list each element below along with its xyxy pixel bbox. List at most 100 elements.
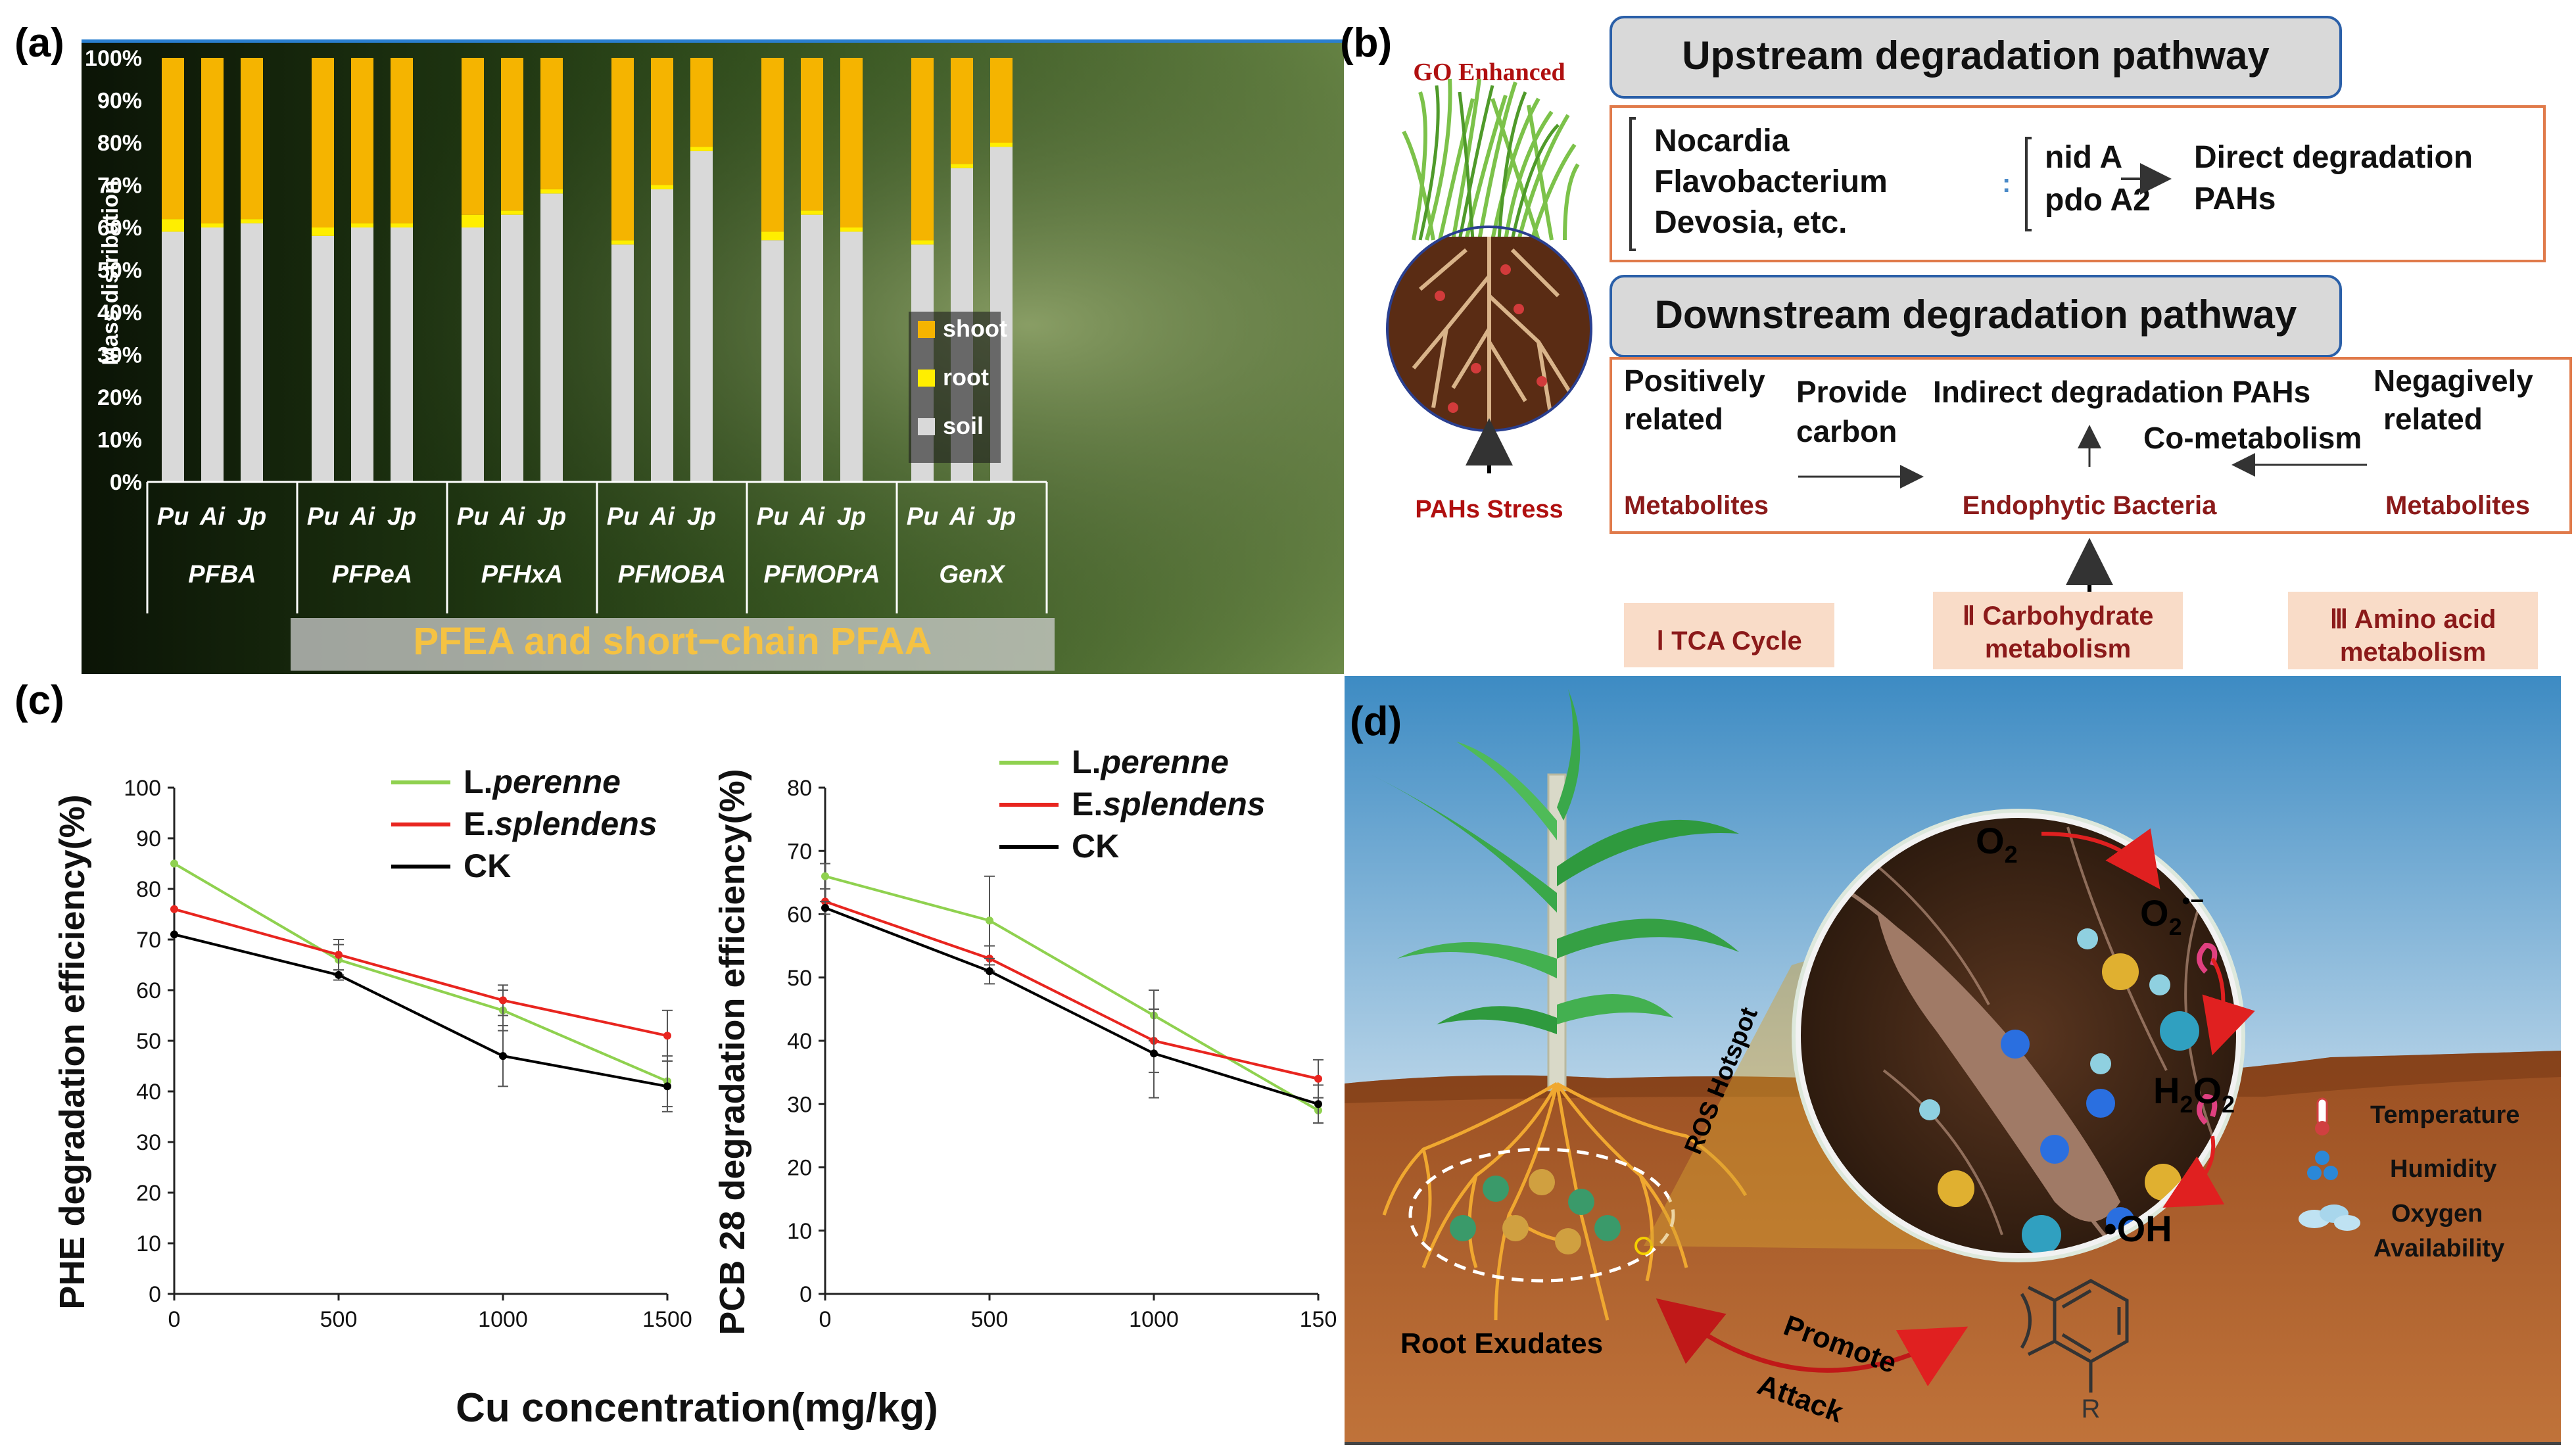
downstream-title: Downstream degradation pathway xyxy=(1655,293,2297,337)
bacteria-3: Devosia, etc. xyxy=(1654,205,1847,240)
y-tick-label: 10 xyxy=(787,1219,812,1244)
microbes-icon xyxy=(1450,1169,1621,1254)
data-point xyxy=(986,917,993,925)
legend-label: CK xyxy=(464,847,511,884)
y-tick-label: 50% xyxy=(97,258,142,283)
banner-bg xyxy=(291,618,1055,671)
positively-2: related xyxy=(1624,402,1723,436)
promote-attack-arrow xyxy=(1656,1298,1968,1387)
y-tick-label: 40 xyxy=(136,1080,161,1105)
gene-pdoa2: pdo A2 xyxy=(2045,183,2151,218)
y-tick-label: 70 xyxy=(136,928,161,953)
data-point xyxy=(663,1082,671,1091)
corn-plant-icon xyxy=(1371,689,1739,1091)
bar-shoot xyxy=(312,58,334,227)
bar-soil xyxy=(501,214,523,482)
carbohydrate-box xyxy=(1933,592,2183,669)
gene-nida: nid A xyxy=(2045,140,2122,175)
x-tick-label: 0 xyxy=(168,1307,181,1332)
bacteria-1: Nocardia xyxy=(1654,124,1790,158)
bar-root xyxy=(801,210,823,215)
subcategory-label: Ai xyxy=(199,503,226,531)
oh-radical-label: •OH xyxy=(2104,1208,2172,1249)
y-tick-label: 40% xyxy=(97,300,142,325)
panel-d-label: (d) xyxy=(1350,699,1402,744)
x-tick-label: 0 xyxy=(819,1307,832,1332)
subcategory-label: Ai xyxy=(499,503,525,531)
series-line xyxy=(174,933,668,1088)
subcategory-label: Jp xyxy=(537,503,566,531)
y-tick-label: 10% xyxy=(97,428,142,453)
bar-soil xyxy=(840,231,863,482)
bracket-right xyxy=(2025,137,2032,231)
aromatic-ring-icon xyxy=(2020,1279,2129,1393)
subcategory-label: Jp xyxy=(837,503,866,531)
bar-shoot xyxy=(501,58,523,211)
amino-acid-1: Ⅲ Amino acid xyxy=(2330,605,2496,634)
amino-acid-box xyxy=(2288,592,2538,669)
series-line xyxy=(824,874,1320,1112)
series-line xyxy=(824,907,1319,1106)
bar-shoot xyxy=(951,58,973,164)
bar-root xyxy=(611,240,634,245)
panel-a-banner: PFEA and short−chain PFAA xyxy=(413,620,932,663)
data-point xyxy=(335,970,343,979)
legend-label: CK xyxy=(1072,828,1119,865)
y-tick-label: 30% xyxy=(97,343,142,368)
x-tick-label: 1000 xyxy=(478,1307,528,1332)
data-point xyxy=(1314,1100,1322,1109)
data-point xyxy=(170,930,178,939)
legend-oxygen: Oxygen xyxy=(2391,1200,2483,1228)
panel-d-diagram: (d) ROS Hotspot xyxy=(1345,676,2561,1445)
y-tick-label: 0 xyxy=(799,1282,812,1307)
upstream-title-box xyxy=(1610,16,2342,99)
top-edge xyxy=(82,39,1344,43)
subcategory-label: Pu xyxy=(607,503,639,531)
legend-label-root: root xyxy=(943,364,989,391)
y-tick-label: 90 xyxy=(136,826,161,851)
bar-shoot xyxy=(540,58,563,189)
bar-root xyxy=(651,185,673,189)
downstream-title-box xyxy=(1610,275,2342,358)
data-point xyxy=(821,872,829,880)
data-point xyxy=(499,996,507,1005)
subcategory-label: Ai xyxy=(799,503,825,531)
y-axis-label: PCB 28 degradation efficiency(%) xyxy=(713,769,752,1335)
bar-shoot xyxy=(611,58,634,241)
y-tick-label: 70% xyxy=(97,174,142,199)
bar-shoot xyxy=(162,58,184,220)
series-line xyxy=(174,907,668,1038)
y-axis-label: PHE degradation efficiency(%) xyxy=(53,794,92,1309)
indirect-degradation: Indirect degradation PAHs xyxy=(1933,375,2310,409)
y-tick-label: 90% xyxy=(97,89,142,114)
data-point xyxy=(335,951,343,959)
bar-soil xyxy=(540,193,563,482)
bar-soil xyxy=(462,227,484,482)
group-label: PFPeA xyxy=(332,561,412,588)
direct-degradation-1: Direct degradation xyxy=(2194,140,2473,175)
bar-root xyxy=(312,227,334,236)
legend-swatch-shoot xyxy=(918,321,935,338)
subcategory-label: Jp xyxy=(387,503,416,531)
direct-degradation-2: PAHs xyxy=(2194,181,2276,216)
bar-soil xyxy=(351,227,373,482)
x-tick-label: 1000 xyxy=(1129,1307,1179,1332)
upstream-title: Upstream degradation pathway xyxy=(1682,34,2270,78)
y-tick-label: 50 xyxy=(787,966,812,991)
x-tick-label: 150 xyxy=(1300,1307,1337,1332)
y-tick-label: 10 xyxy=(136,1231,161,1256)
co-metabolism: Co-metabolism xyxy=(2143,421,2362,455)
metabolites-right: Metabolites xyxy=(2385,491,2530,520)
legend-label: L.perenne xyxy=(464,763,621,800)
panel-d: (d) ROS Hotspot xyxy=(1345,676,2561,1445)
y-tick-label: 60% xyxy=(97,216,142,241)
upstream-content-box xyxy=(1610,105,2546,262)
legend-label: L.perenne xyxy=(1072,744,1229,780)
pahs-stress-label: PAHs Stress xyxy=(1415,496,1563,523)
bar-shoot xyxy=(351,58,373,224)
negatively-1: Negagively xyxy=(2373,364,2533,398)
positively-1: Positively xyxy=(1624,364,1765,398)
y-tick-label: 70 xyxy=(787,839,812,864)
